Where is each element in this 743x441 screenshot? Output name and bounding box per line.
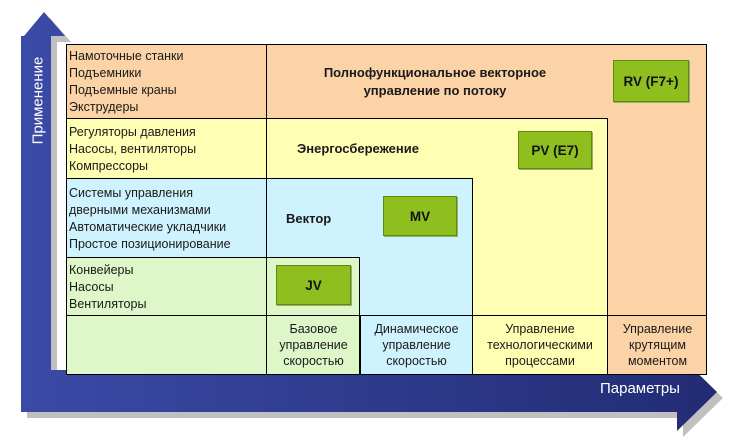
applications-pressure: Регуляторы давления Насосы, вентиляторы … xyxy=(69,125,197,173)
divider-header-row xyxy=(66,315,707,316)
applications-doors: Системы управления дверными механизмами … xyxy=(69,186,231,251)
param-basic-speed: Базовое управление скоростью xyxy=(279,322,348,368)
badge-jv: JV xyxy=(276,265,351,305)
y-axis-label: Применение xyxy=(29,56,47,144)
badge-mv: MV xyxy=(383,196,457,236)
title-full-vector: Полнофункциональное векторное управление… xyxy=(323,65,547,98)
applications-conveyors: Конвейеры Насосы Вентиляторы xyxy=(69,263,147,311)
param-process-control: Управление технологическими процессами xyxy=(487,322,593,368)
param-torque-control: Управление крутящим моментом xyxy=(622,322,693,368)
divider-col-3 xyxy=(472,315,473,375)
title-energy-saving: Энергосбережение xyxy=(297,141,419,156)
axes-arrow-body xyxy=(21,12,717,431)
divider-app-column xyxy=(266,44,267,375)
x-axis-label: Параметры xyxy=(600,380,680,397)
badge-rv: RV (F7+) xyxy=(613,60,689,102)
title-vector: Вектор xyxy=(286,211,332,226)
divider-col-4 xyxy=(607,315,608,375)
param-dynamic-speed: Динамическое управление скоростью xyxy=(374,322,459,368)
applications-winding: Намоточные станки Подъемники Подъемные к… xyxy=(69,49,184,114)
divider-col-2 xyxy=(360,315,361,375)
badge-pv: PV (E7) xyxy=(518,131,592,169)
